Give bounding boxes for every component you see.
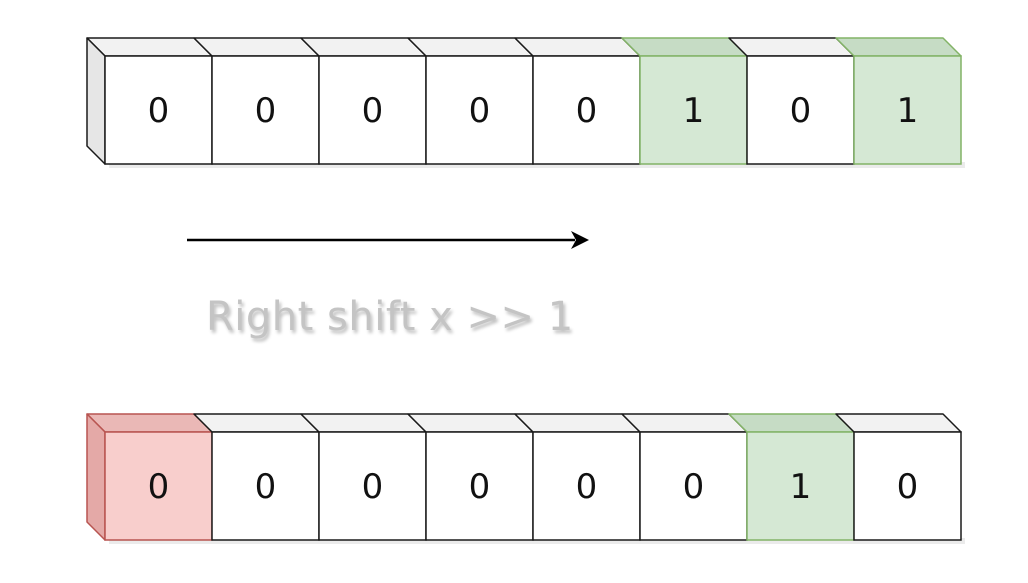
bit-value: 1 [790, 467, 812, 507]
bit-value: 0 [362, 91, 384, 131]
bit-cell-top-face [728, 37, 855, 57]
bit-cell-front-face [853, 431, 962, 541]
bit-cell-front-face [211, 431, 320, 541]
bit-cell: 1 [621, 37, 748, 165]
top-bit-row: 0 0 0 0 0 1 0 1 [86, 37, 965, 168]
bit-value: 0 [255, 91, 277, 131]
bit-cell-top-face [86, 413, 213, 433]
bit-cell-top-face [621, 413, 748, 433]
bit-cell-top-face [86, 37, 213, 57]
shift-caption: Right shift x >> 1 [206, 294, 574, 340]
bit-value: 0 [469, 467, 491, 507]
bit-value: 0 [362, 467, 384, 507]
bit-cell: 0 [193, 413, 320, 541]
bit-value: 1 [683, 91, 705, 131]
bit-cell-top-face [514, 37, 641, 57]
bit-cell-front-face [639, 431, 748, 541]
bit-cell: 1 [835, 37, 962, 165]
bit-cell-top-face [728, 413, 855, 433]
bit-cell: 0 [193, 37, 320, 165]
bit-cell: 0 [835, 413, 962, 541]
bit-cell: 0 [514, 37, 641, 165]
bit-cell: 0 [514, 413, 641, 541]
bit-cell: 0 [300, 37, 427, 165]
bit-cell: 0 [407, 37, 534, 165]
bit-cell-top-face [835, 37, 962, 57]
bit-value: 1 [897, 91, 919, 131]
bottom-bit-row: 0 0 0 0 0 0 1 0 [86, 413, 965, 544]
bit-cell-front-face [853, 55, 962, 165]
bit-cell: 0 [728, 37, 855, 165]
bit-cell-top-face [514, 413, 641, 433]
bit-cell-top-face [407, 413, 534, 433]
row-shadow [109, 162, 965, 168]
bit-value: 0 [897, 467, 919, 507]
row-shadow [109, 538, 965, 544]
bit-cell: 0 [621, 413, 748, 541]
bit-value: 0 [469, 91, 491, 131]
bit-value: 0 [576, 91, 598, 131]
bit-cell-front-face [639, 55, 748, 165]
bit-cell-side-face [86, 37, 106, 165]
bit-cell-top-face [193, 413, 320, 433]
bit-cell: 1 [728, 413, 855, 541]
bit-cell-top-face [193, 37, 320, 57]
bit-cell-front-face [211, 55, 320, 165]
bit-value: 0 [790, 91, 812, 131]
bit-value: 0 [148, 91, 170, 131]
bit-value: 0 [683, 467, 705, 507]
bit-value: 0 [576, 467, 598, 507]
shift-arrow-head [571, 231, 589, 249]
bit-cell: 0 [300, 413, 427, 541]
bit-cell: 0 [407, 413, 534, 541]
bit-cell-top-face [835, 413, 962, 433]
bit-cell: 0 [86, 37, 213, 165]
bit-cell-front-face [746, 431, 855, 541]
bit-cell-front-face [425, 431, 534, 541]
bit-cell-front-face [532, 55, 641, 165]
bit-cell-top-face [300, 413, 427, 433]
bit-cell: 0 [86, 413, 213, 541]
bit-cell-top-face [621, 37, 748, 57]
shift-arrow [187, 231, 589, 249]
bit-cell-front-face [746, 55, 855, 165]
bit-cell-front-face [532, 431, 641, 541]
bit-cell-side-face [86, 413, 106, 541]
bit-cell-top-face [407, 37, 534, 57]
bit-cell-front-face [425, 55, 534, 165]
bit-cell-front-face [104, 55, 213, 165]
bit-value: 0 [148, 467, 170, 507]
bit-value: 0 [255, 467, 277, 507]
bit-cell-top-face [300, 37, 427, 57]
